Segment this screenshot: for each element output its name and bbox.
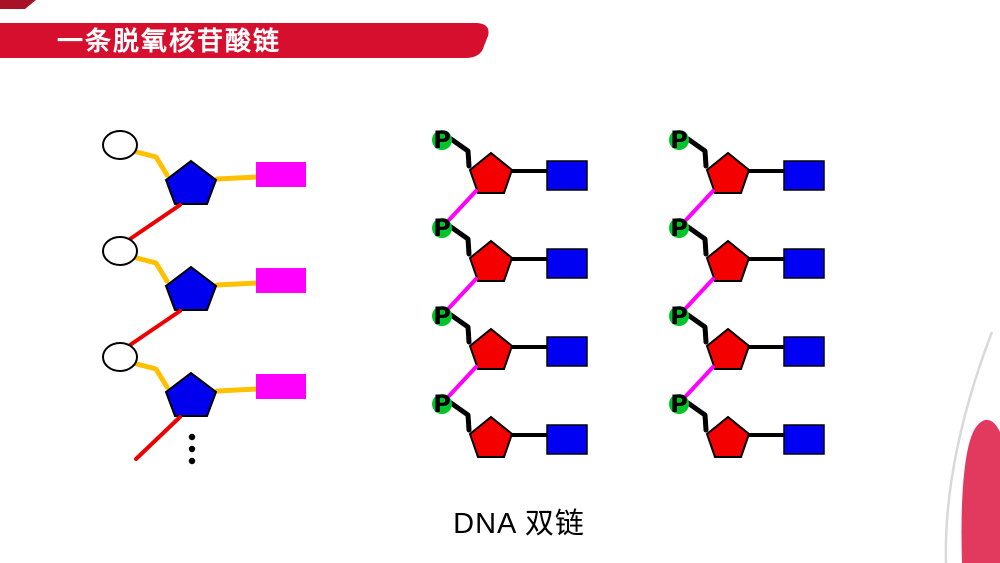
phosphate-label: P <box>433 302 451 330</box>
backbone-bond <box>684 277 715 310</box>
phosphate-label: P <box>433 390 451 418</box>
phosphate-circle <box>669 130 689 150</box>
phosphate-circle <box>432 218 452 238</box>
corner-blob-shape <box>961 419 1000 563</box>
nucleotide-unit: P <box>432 214 588 282</box>
phosphate-sugar-bond <box>448 312 472 345</box>
nucleotide-unit <box>102 130 306 205</box>
nucleotide-unit: P <box>432 390 588 458</box>
phosphate-circle <box>669 218 689 238</box>
nucleotide-unit: P <box>669 214 825 282</box>
nucleotide-unit: P <box>432 126 588 194</box>
phosphate-sugar-bond <box>448 136 472 169</box>
sugar-base-bond <box>214 386 260 394</box>
deoxyribose-pentagon <box>164 371 218 417</box>
nucleotide-unit: P <box>669 126 825 194</box>
deoxyribose-pentagon <box>164 265 218 311</box>
dot <box>188 457 196 465</box>
base-rect <box>546 160 588 191</box>
phosphate-circle <box>102 236 138 266</box>
nucleotide-unit <box>102 342 306 417</box>
phosphate-sugar-bond <box>685 400 709 433</box>
phosphate-circle <box>432 394 452 414</box>
base-rect <box>783 160 825 191</box>
page-title: 一条脱氧核苷酸链 <box>57 26 282 56</box>
nucleotide-unit: P <box>669 302 825 370</box>
nucleotide-unit: P <box>669 390 825 458</box>
backbone-bond <box>128 309 182 347</box>
ellipsis-dots <box>188 433 196 465</box>
phosphate-circle <box>669 306 689 326</box>
backbone-bond <box>128 203 182 241</box>
phosphate-circle <box>432 130 452 150</box>
backbone-bond <box>684 365 715 398</box>
deoxyribose-pentagon <box>468 415 514 458</box>
sugar-base-bond <box>214 280 260 288</box>
dna-strand-left: P P P <box>432 126 588 458</box>
deoxyribose-pentagon <box>164 159 218 205</box>
deoxyribose-pentagon <box>705 239 751 282</box>
base-rect <box>783 424 825 455</box>
base-rect <box>783 248 825 279</box>
dna-double-strand-caption: DNA 双链 <box>453 508 585 540</box>
phosphate-circle <box>102 130 138 160</box>
deoxyribose-pentagon <box>468 327 514 370</box>
phosphate-sugar-bond <box>448 224 472 257</box>
base-rect <box>546 248 588 279</box>
phosphate-circle <box>432 306 452 326</box>
deoxyribose-pentagon <box>705 327 751 370</box>
backbone-bond <box>684 189 715 222</box>
base-rect <box>256 162 306 187</box>
sugar-base-bond <box>214 174 260 182</box>
phosphate-label: P <box>670 214 688 242</box>
backbone-bond <box>447 365 478 398</box>
backbone-bond <box>447 189 478 222</box>
phosphate-label: P <box>433 126 451 154</box>
phosphate-sugar-bond <box>448 400 472 433</box>
left-chain-diagram <box>102 130 306 465</box>
base-rect <box>783 336 825 367</box>
phosphate-label: P <box>670 126 688 154</box>
base-rect <box>256 268 306 293</box>
nucleotide-unit <box>102 236 306 311</box>
nucleotide-unit: P <box>432 302 588 370</box>
deoxyribose-pentagon <box>705 415 751 458</box>
deoxyribose-pentagon <box>705 151 751 194</box>
dot <box>188 445 196 453</box>
blob-shadow-curve <box>944 331 994 563</box>
phosphate-sugar-bond <box>130 254 170 284</box>
title-banner-shape <box>0 23 489 58</box>
phosphate-circle <box>102 342 138 372</box>
dna-strand-right: P P P <box>669 126 825 458</box>
phosphate-circle <box>669 394 689 414</box>
corner-accent-shape <box>0 0 36 9</box>
deoxyribose-pentagon <box>468 239 514 282</box>
phosphate-sugar-bond <box>130 148 170 178</box>
deoxyribose-pentagon <box>468 151 514 194</box>
phosphate-sugar-bond <box>130 360 170 390</box>
base-rect <box>256 374 306 399</box>
dot <box>188 433 196 441</box>
base-rect <box>546 424 588 455</box>
base-rect <box>546 336 588 367</box>
phosphate-label: P <box>670 302 688 330</box>
backbone-bond <box>447 277 478 310</box>
backbone-bond-tail <box>134 415 182 461</box>
phosphate-sugar-bond <box>685 312 709 345</box>
phosphate-sugar-bond <box>685 224 709 257</box>
phosphate-label: P <box>433 214 451 242</box>
phosphate-label: P <box>670 390 688 418</box>
phosphate-sugar-bond <box>685 136 709 169</box>
